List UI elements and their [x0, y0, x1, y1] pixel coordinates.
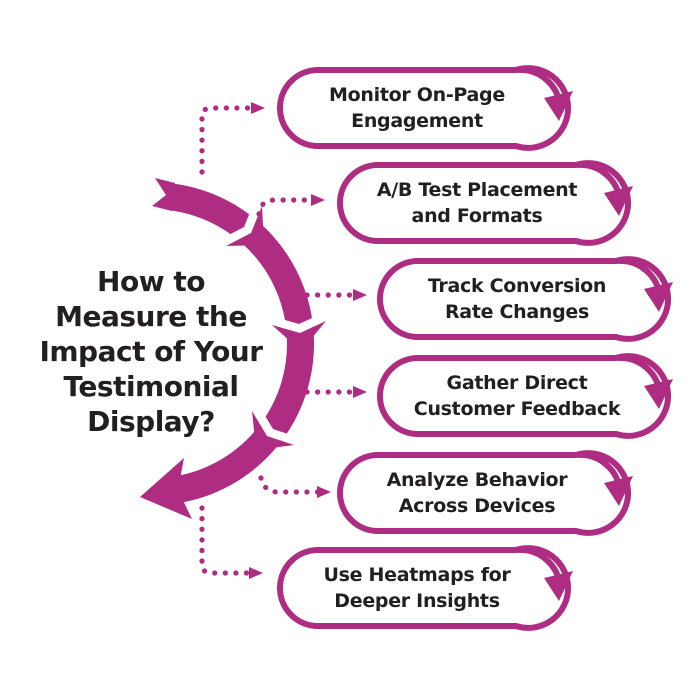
step-box-analyze-behavior: Analyze Behavior Across Devices [332, 449, 652, 537]
step-label: Use Heatmaps for Deeper Insights [306, 544, 528, 632]
step-label-line: Rate Changes [444, 301, 590, 323]
spine-chevron-icon-1 [219, 200, 264, 246]
step-label: Gather Direct Customer Feedback [406, 352, 628, 440]
step-label-line: Track Conversion [427, 275, 607, 297]
step-label: Track Conversion Rate Changes [406, 255, 628, 343]
spine-fishtail-icon [152, 178, 175, 211]
step-label-line: Engagement [351, 110, 483, 132]
step-label: Monitor On-Page Engagement [306, 64, 528, 152]
step-box-gather-feedback: Gather Direct Customer Feedback [372, 352, 692, 440]
step-label-line: Monitor On-Page [329, 84, 505, 106]
dotted-arrow-icon-5 [258, 475, 331, 498]
title-line: Testimonial [63, 370, 239, 403]
title-line: Impact of Your [39, 335, 263, 368]
diagram-title: How to Measure the Impact of Your Testim… [10, 264, 292, 439]
step-box-use-heatmaps: Use Heatmaps for Deeper Insights [272, 544, 592, 632]
step-label-line: Customer Feedback [413, 398, 621, 420]
dotted-arrow-icon-2 [256, 194, 325, 217]
title-line: How to [97, 265, 205, 298]
title-line: Measure the [55, 300, 247, 333]
step-label: A/B Test Placement and Formats [366, 159, 588, 247]
step-label-line: Use Heatmaps for [323, 564, 511, 586]
step-label-line: Deeper Insights [334, 590, 500, 612]
title-line: Display? [87, 405, 215, 438]
dotted-arrow-icon-6 [199, 505, 263, 579]
step-box-track-conversion: Track Conversion Rate Changes [372, 255, 692, 343]
step-box-ab-test-placement: A/B Test Placement and Formats [332, 159, 652, 247]
step-label-line: Across Devices [398, 495, 556, 517]
spine-arrowhead-icon [140, 458, 192, 519]
step-label-line: and Formats [411, 205, 543, 227]
step-label-line: Analyze Behavior [386, 469, 568, 491]
step-box-monitor-on-page-engagement: Monitor On-Page Engagement [272, 64, 592, 152]
dotted-arrow-icon-1 [199, 102, 265, 175]
step-label: Analyze Behavior Across Devices [366, 449, 588, 537]
step-label-line: Gather Direct [446, 372, 588, 394]
step-label-line: A/B Test Placement [376, 179, 578, 201]
